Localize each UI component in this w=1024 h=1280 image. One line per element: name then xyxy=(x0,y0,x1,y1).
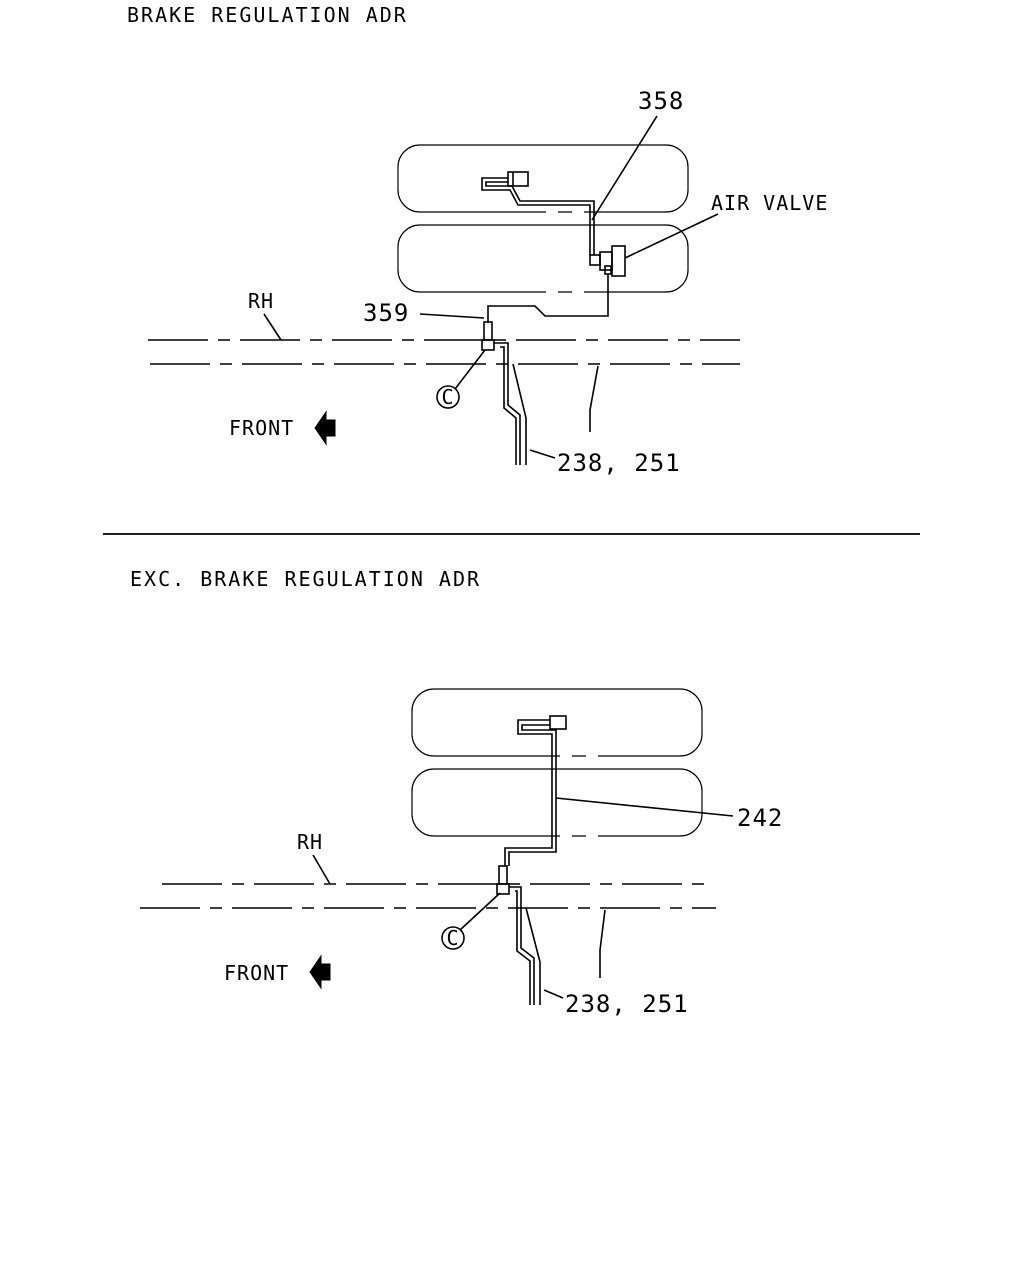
front-label: FRONT xyxy=(229,416,294,440)
pipe-359 xyxy=(487,274,609,322)
crossmember-line xyxy=(589,365,599,432)
section-title: BRAKE REGULATION ADR xyxy=(127,3,408,27)
sensor-fitting xyxy=(481,171,595,255)
leader-c xyxy=(454,349,486,390)
tee-fitting xyxy=(496,865,541,1005)
leader-rh xyxy=(263,313,282,341)
leader-238-251 xyxy=(529,449,556,459)
rh-label: RH xyxy=(248,289,274,313)
circle-c-label: C xyxy=(446,926,459,950)
tee-fitting xyxy=(481,321,527,465)
air-valve-label: AIR VALVE xyxy=(711,191,828,215)
part-358-label: 358 xyxy=(638,87,684,115)
front-arrow-icon xyxy=(309,954,331,990)
air-valve xyxy=(589,245,626,277)
lower-air-tank xyxy=(397,224,689,293)
leader-238-251 xyxy=(543,989,564,999)
section-brake-regulation-adr: BRAKE REGULATION ADR xyxy=(127,3,828,477)
upper-air-tank xyxy=(397,144,689,213)
rh-label: RH xyxy=(297,830,323,854)
section-title: EXC. BRAKE REGULATION ADR xyxy=(130,567,481,591)
section-exc-brake-regulation-adr: EXC. BRAKE REGULATION ADR 242 RH C FRONT… xyxy=(130,567,783,1018)
circle-c-marker xyxy=(441,926,465,950)
leader-c xyxy=(459,892,501,931)
leader-air-valve xyxy=(624,213,719,259)
upper-air-tank xyxy=(411,688,703,757)
circle-c-marker xyxy=(436,385,460,409)
lower-air-tank xyxy=(411,768,703,837)
leader-359 xyxy=(419,313,485,319)
leader-358 xyxy=(591,115,658,221)
part-359-label: 359 xyxy=(363,299,409,327)
front-label: FRONT xyxy=(224,961,289,985)
part-242-label: 242 xyxy=(737,804,783,832)
front-arrow-icon xyxy=(314,410,336,446)
crossmember-line xyxy=(599,909,606,978)
leader-rh xyxy=(312,854,331,885)
circle-c-label: C xyxy=(441,385,454,409)
sensor-fitting xyxy=(504,715,567,866)
part-238-251-label: 238, 251 xyxy=(565,990,689,1018)
part-238-251-label: 238, 251 xyxy=(557,449,681,477)
leader-242 xyxy=(555,797,734,817)
